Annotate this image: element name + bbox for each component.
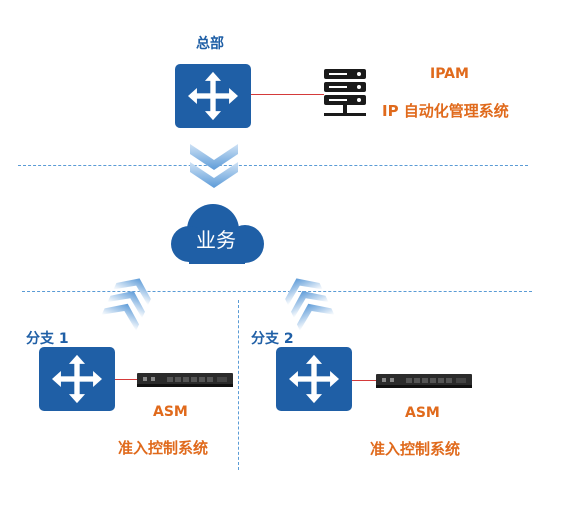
router-icon xyxy=(289,354,339,404)
hq-router xyxy=(175,64,251,128)
branch2-router xyxy=(276,347,352,411)
separator-middle xyxy=(22,291,532,292)
up-chevrons-right-icon xyxy=(285,278,335,331)
branch2-device-label: ASM xyxy=(405,405,440,421)
branch2-system-label: 准入控制系统 xyxy=(370,440,461,458)
up-chevrons-left-icon xyxy=(101,278,151,331)
branch1-system-label: 准入控制系统 xyxy=(118,439,209,457)
separator-branches xyxy=(238,300,239,470)
branch2-asm-link xyxy=(352,380,378,381)
down-chevrons-icon xyxy=(190,144,238,188)
cloud-label: 业务 xyxy=(196,228,236,252)
network-switch-icon xyxy=(137,373,233,387)
branch1-asm-link xyxy=(115,379,139,380)
router-icon xyxy=(188,71,238,121)
hq-ipam-link xyxy=(251,94,324,95)
branch2-label: 分支 2 xyxy=(251,331,294,347)
separator-top xyxy=(18,165,528,166)
branch1-device-label: ASM xyxy=(153,404,188,420)
server-icon xyxy=(324,69,366,116)
ipam-title: IPAM xyxy=(430,66,469,82)
branch1-router xyxy=(39,347,115,411)
hq-label: 总部 xyxy=(196,36,224,52)
ipam-subtitle: IP 自动化管理系统 xyxy=(382,102,509,120)
router-icon xyxy=(52,354,102,404)
cloud-icon xyxy=(171,204,264,264)
branch1-label: 分支 1 xyxy=(26,331,69,347)
network-switch-icon xyxy=(376,374,472,388)
